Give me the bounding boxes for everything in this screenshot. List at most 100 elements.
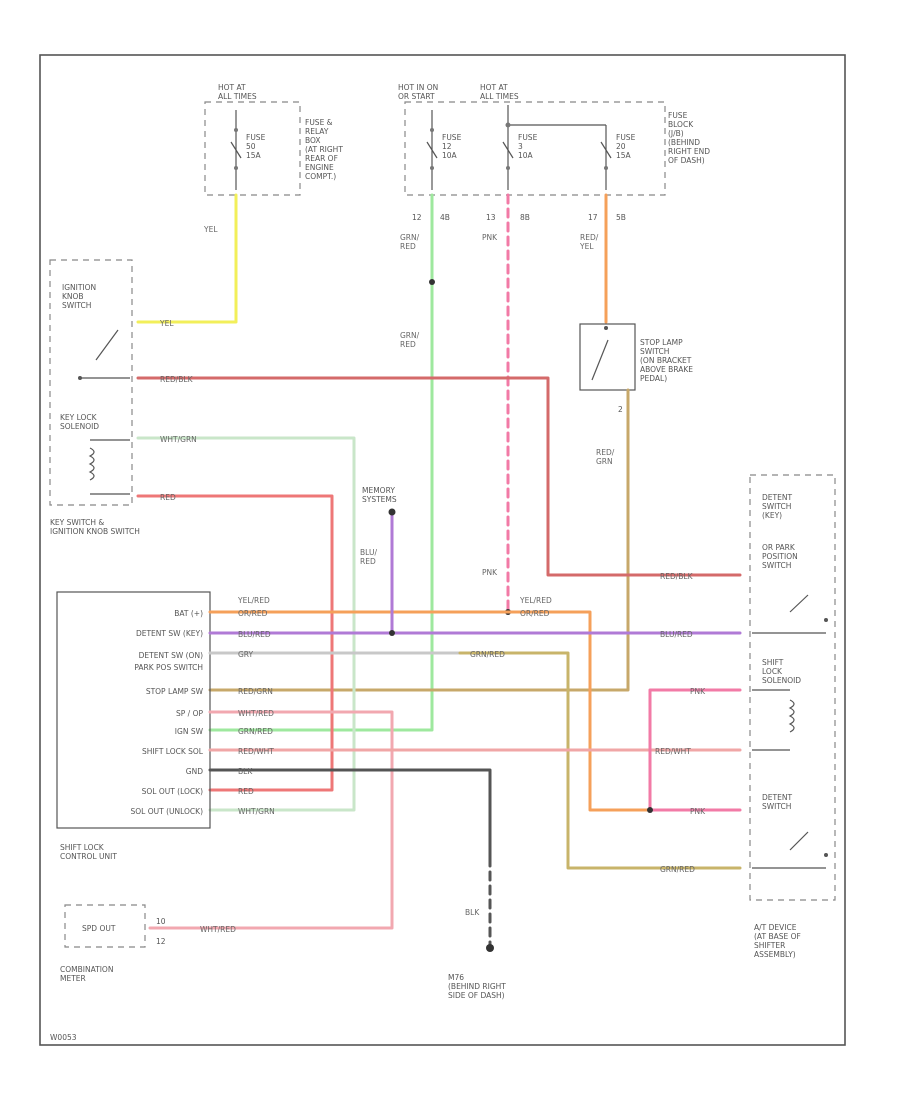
wire-wht-grn [136, 436, 356, 812]
key-lock-leads [90, 439, 130, 495]
wire-grn-red-b [458, 651, 742, 870]
fuse-50-terminal-top [234, 128, 238, 132]
wire-label-red-yel: RED/YEL [579, 233, 599, 251]
wire-label-pnk-3: PNK [690, 687, 706, 696]
wire-label-red-1: RED [160, 493, 176, 502]
wire-label-red-2: RED [238, 787, 254, 796]
shift-lock-coil-icon [788, 699, 795, 733]
slcu-pin-label: DETENT SW (ON) [139, 651, 203, 660]
slcu-pin-label: SOL OUT (LOCK) [142, 787, 203, 796]
spd-pin-12: 12 [156, 937, 166, 946]
wire-label-gry: GRY [238, 650, 254, 659]
fuse-3-terminal [506, 166, 510, 170]
stop-lamp-terminal-top [604, 326, 608, 330]
detent-blade [789, 831, 809, 851]
key-switch-outline [49, 259, 133, 506]
shift-lock-control-unit-box [56, 591, 211, 829]
slcu-pin-label: BAT (+) [174, 609, 203, 618]
combination-meter-outline [64, 904, 146, 948]
wire-label-red-grn-1: RED/GRN [596, 448, 615, 466]
shift-lock-sol-leads [752, 689, 790, 751]
wire-label-red-blk-1: RED/BLK [160, 375, 194, 384]
at-device-outline [749, 474, 836, 901]
wire-label-yel-red-2: YEL/RED [519, 596, 552, 605]
wire-grn-red [208, 193, 434, 732]
wire-label-pnk-1: PNK [482, 233, 498, 242]
diagram-border [39, 54, 846, 1046]
connector-13: 13 [486, 213, 496, 222]
connector-12: 12 [412, 213, 422, 222]
detent-key-terminal [824, 618, 828, 622]
wire-label-blu-red-v: BLU/RED [360, 548, 377, 566]
wire-label-red-grn-2: RED/GRN [238, 687, 273, 696]
wire-wht-red [148, 710, 394, 930]
fuse-3-icon [502, 141, 514, 159]
spd-out-label: SPD OUT [82, 924, 116, 933]
wire-red-grn [208, 388, 630, 692]
slcu-pin-label: GND [186, 767, 203, 776]
wire-label-grn-red-b-1: GRN/RED [470, 650, 505, 659]
ign-switch-terminal [78, 376, 82, 380]
pnk-splice [647, 807, 653, 813]
slcu-pin-label: SOL OUT (UNLOCK) [130, 807, 203, 816]
grn-red-splice [429, 279, 435, 285]
wire-or-red-bat [208, 610, 652, 812]
wire-label-or-red-1: OR/RED [238, 609, 268, 618]
slcu-pin-label: IGN SW [175, 727, 204, 736]
wire-label-or-red-2: OR/RED [520, 609, 550, 618]
stop-lamp-pin: 2 [618, 405, 623, 414]
fuse-50-icon [230, 141, 242, 159]
diagram-code: W0053 [50, 1033, 77, 1042]
wire-red [136, 494, 334, 792]
wire-label-blu-red-1: BLU/RED [238, 630, 271, 639]
fuse-20-icon [600, 141, 612, 159]
fuse-12-terminal-bottom [430, 166, 434, 170]
memory-node [388, 508, 396, 516]
wire-red-blk [136, 376, 742, 577]
wire-label-blk-2: BLK [465, 908, 480, 917]
wire-label-blu-red-2: BLU/RED [660, 630, 693, 639]
wire-label-red-wht-2: RED/WHT [655, 747, 691, 756]
wire-label-yel: YEL [203, 225, 218, 234]
slcu-pin-label: PARK POS SWITCH [134, 663, 203, 672]
key-lock-coil-icon [88, 447, 95, 481]
blu-red-splice [389, 630, 395, 636]
slcu-pin-label: DETENT SW (KEY) [136, 629, 203, 638]
slcu-pin-label: SP / OP [176, 709, 203, 718]
wire-yel [136, 193, 238, 324]
wire-label-grn-red-b-2: GRN/RED [660, 865, 695, 874]
wire-label-wht-red-2: WHT/RED [200, 925, 236, 934]
ground-point [486, 944, 494, 952]
stop-lamp-switch-box [579, 323, 636, 391]
slcu-pin-label: STOP LAMP SW [146, 687, 204, 696]
fuse-20-terminal [604, 166, 608, 170]
wire-label-ign-grn-red: GRN/RED [238, 727, 273, 736]
wire-label-wht-grn-2: WHT/GRN [238, 807, 275, 816]
connector-5b: 5B [616, 213, 626, 222]
fuse-12-icon [426, 141, 438, 159]
wire-label-blk-1: BLK [238, 767, 253, 776]
slcu-pin-label: SHIFT LOCK SOL [142, 747, 204, 756]
wire-label-yel-2: YEL [159, 319, 174, 328]
wire-label-red-blk-2: RED/BLK [660, 572, 694, 581]
spd-pin-10: 10 [156, 917, 166, 926]
wire-label-pnk-2: PNK [482, 568, 498, 577]
